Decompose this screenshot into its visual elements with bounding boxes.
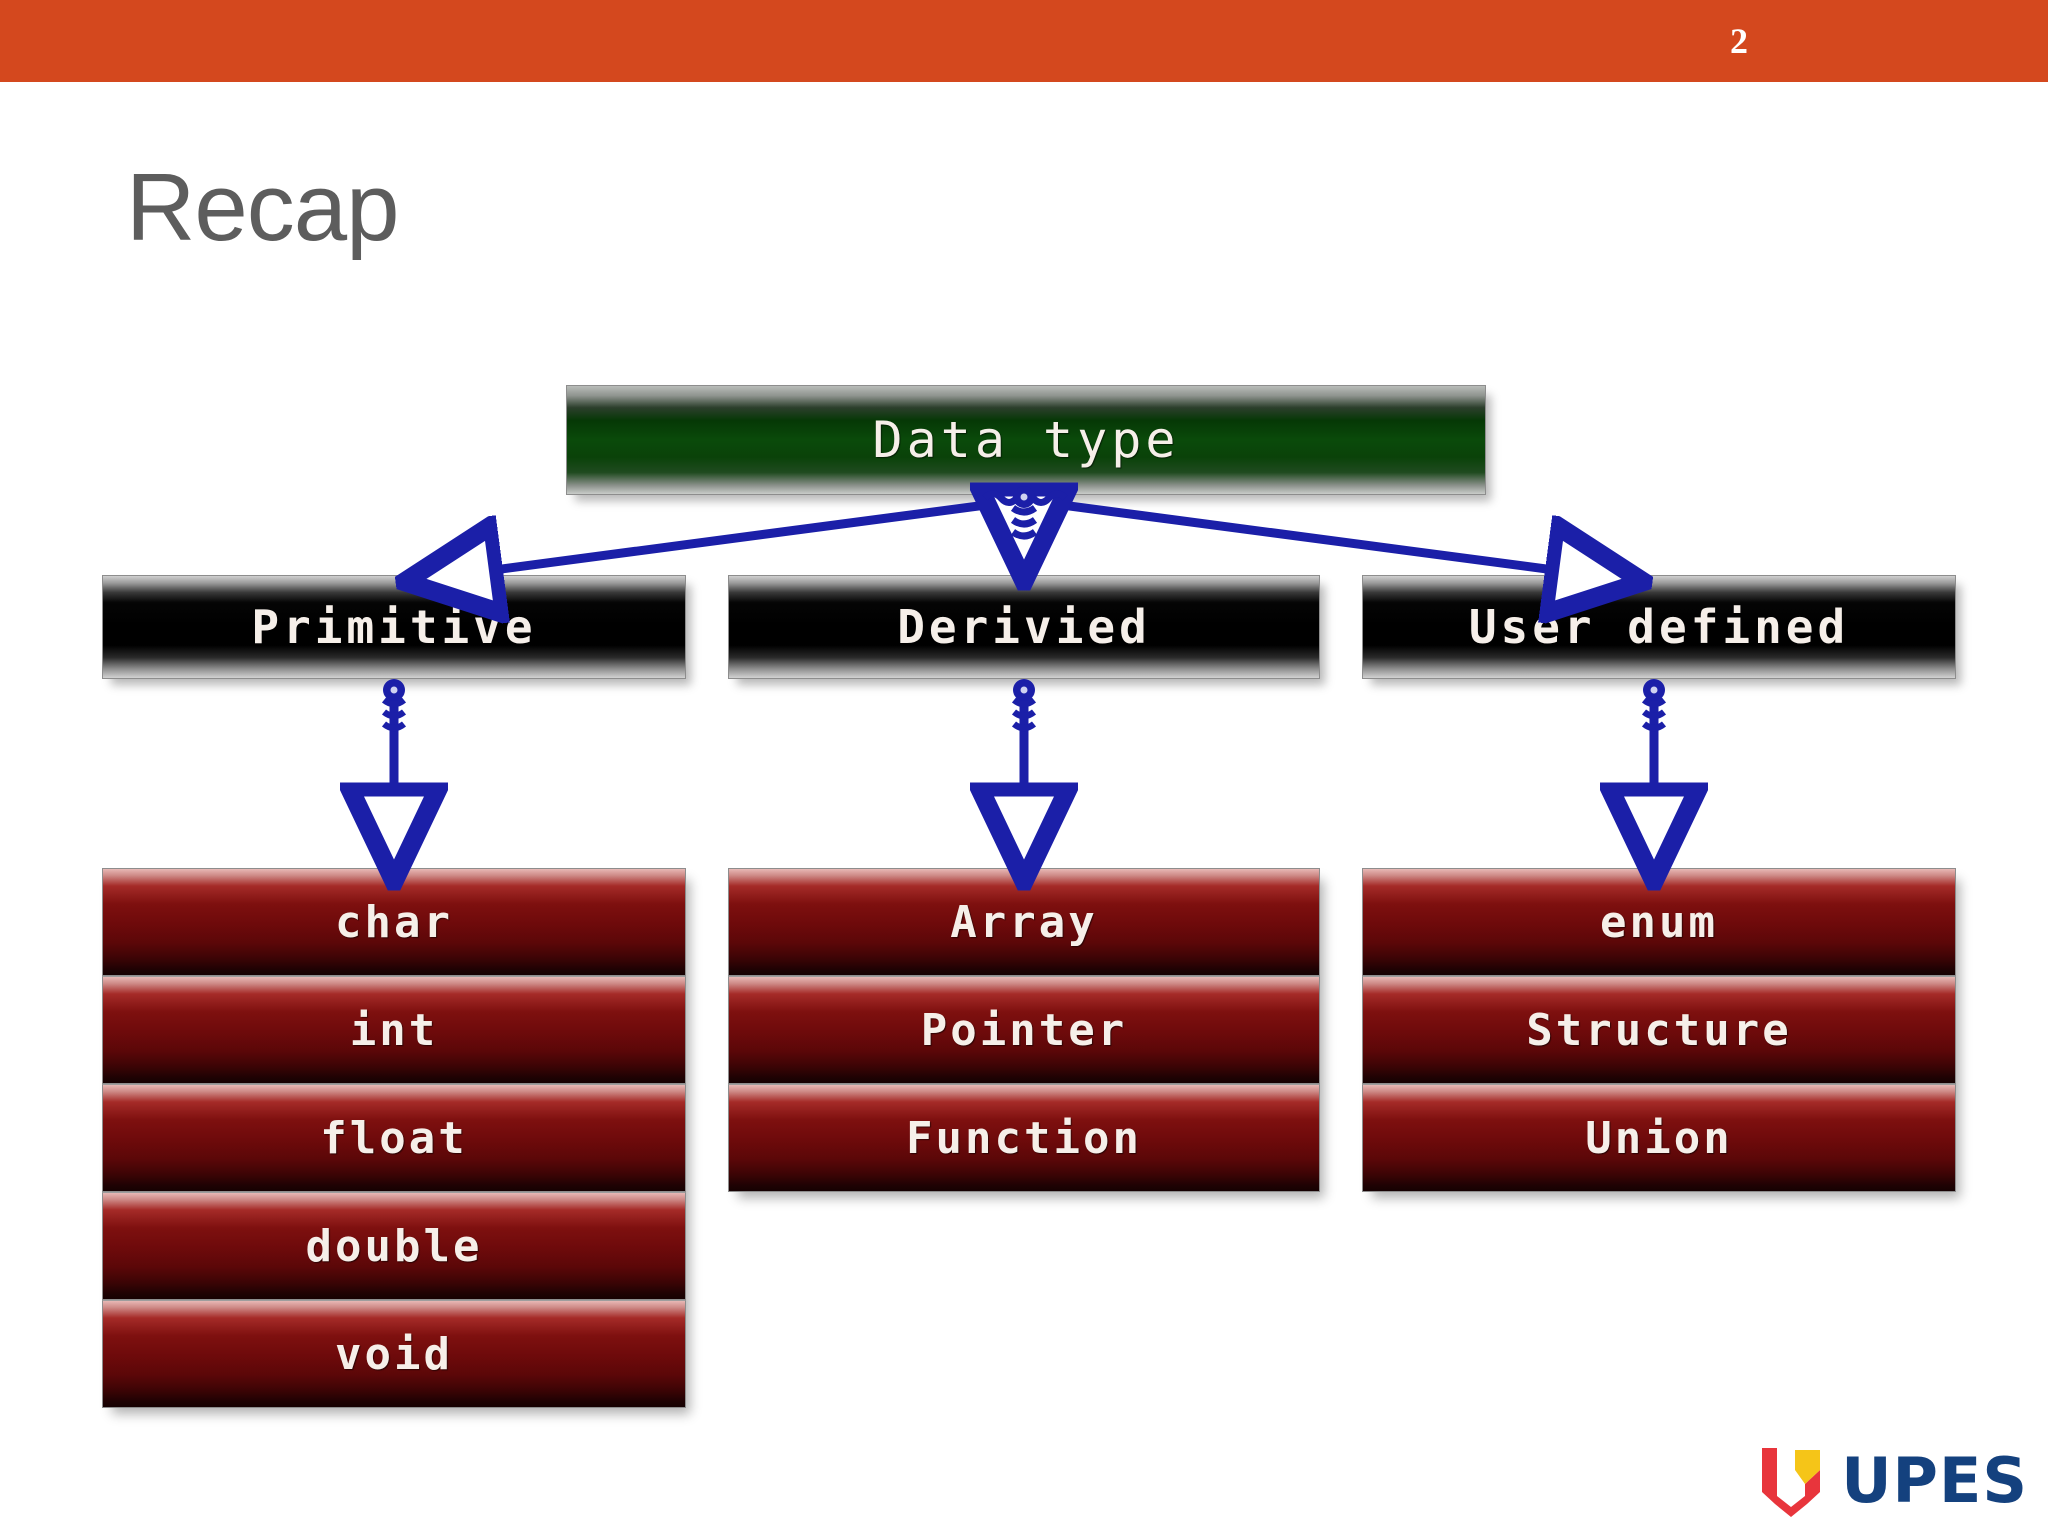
leaf-user-defined-structure[interactable]: Structure: [1362, 976, 1956, 1084]
upes-mark-icon: [1762, 1448, 1821, 1517]
node-category-user-defined[interactable]: User defined: [1362, 575, 1956, 679]
page-title: Recap: [126, 154, 399, 261]
leaf-derivied-function[interactable]: Function: [728, 1084, 1320, 1192]
leaf-primitive-char[interactable]: char: [102, 868, 686, 976]
leaf-primitive-double[interactable]: double: [102, 1192, 686, 1300]
node-root-data-type[interactable]: Data type: [566, 385, 1486, 495]
leaf-label: Structure: [1526, 1004, 1792, 1056]
leaf-derivied-pointer[interactable]: Pointer: [728, 976, 1320, 1084]
leaf-primitive-void[interactable]: void: [102, 1300, 686, 1408]
node-category-derivied[interactable]: Derivied: [728, 575, 1320, 679]
leaf-stack-primitive: char int float double void: [102, 868, 686, 1408]
leaf-label: Array: [950, 896, 1098, 948]
upes-logo: UPES: [1759, 1444, 2028, 1518]
leaf-stack-derivied: Array Pointer Function: [728, 868, 1320, 1192]
leaf-label: void: [335, 1328, 453, 1380]
leaf-user-defined-enum[interactable]: enum: [1362, 868, 1956, 976]
slide-number: 2: [1730, 21, 1748, 61]
leaf-label: char: [335, 896, 453, 948]
leaf-label: double: [305, 1220, 483, 1272]
leaf-label: Function: [906, 1112, 1142, 1164]
node-root-label: Data type: [872, 411, 1180, 469]
leaf-primitive-float[interactable]: float: [102, 1084, 686, 1192]
leaf-label: Union: [1585, 1112, 1733, 1164]
slide-top-bar: 2: [0, 0, 2048, 82]
node-category-primitive-label: Primitive: [251, 600, 537, 654]
leaf-label: Pointer: [920, 1004, 1128, 1056]
leaf-user-defined-union[interactable]: Union: [1362, 1084, 1956, 1192]
node-category-primitive[interactable]: Primitive: [102, 575, 686, 679]
node-category-user-defined-label: User defined: [1468, 600, 1850, 654]
leaf-stack-user-defined: enum Structure Union: [1362, 868, 1956, 1192]
node-category-derivied-label: Derivied: [897, 600, 1151, 654]
leaf-label: int: [349, 1004, 439, 1056]
leaf-derivied-array[interactable]: Array: [728, 868, 1320, 976]
upes-logo-text: UPES: [1841, 1444, 2028, 1517]
leaf-label: enum: [1600, 896, 1718, 948]
leaf-label: float: [320, 1112, 468, 1164]
leaf-primitive-int[interactable]: int: [102, 976, 686, 1084]
